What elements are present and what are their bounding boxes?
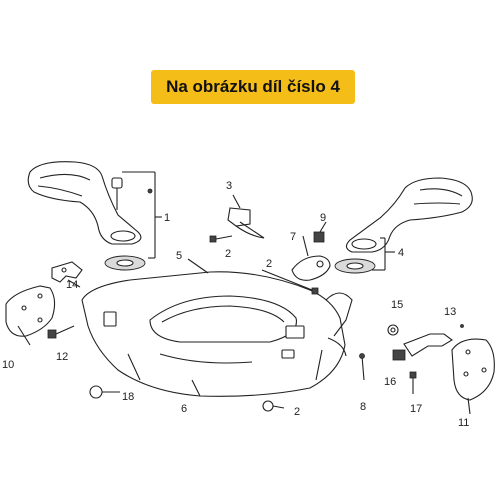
callout-13: 13 xyxy=(444,306,456,318)
callout-4: 4 xyxy=(398,247,404,259)
mirror-bolt xyxy=(111,177,153,210)
callout-14: 14 xyxy=(66,279,78,291)
screw-part-17 xyxy=(409,371,417,394)
bolt-part-2a xyxy=(209,235,233,243)
left-mirror xyxy=(27,161,142,245)
callout-11: 11 xyxy=(458,417,469,429)
cover-part-7 xyxy=(291,255,331,281)
end-cap-part-10 xyxy=(5,285,56,337)
nut-part-15 xyxy=(387,324,399,336)
callout-15: 15 xyxy=(391,299,403,311)
callout-12: 12 xyxy=(56,351,68,363)
callout-2c: 2 xyxy=(294,406,300,418)
callout-2b: 2 xyxy=(266,258,272,270)
callout-18: 18 xyxy=(122,391,134,403)
bolt-part-2c xyxy=(262,400,285,412)
wire-harness xyxy=(325,292,353,357)
callout-3: 3 xyxy=(226,180,232,192)
callout-2a: 2 xyxy=(225,248,231,260)
bracket-part-13 xyxy=(403,324,464,357)
bracket-part-3 xyxy=(227,207,265,239)
title-text: Na obrázku díl číslo 4 xyxy=(166,77,340,96)
callout-16: 16 xyxy=(384,376,396,388)
callout-5: 5 xyxy=(176,250,182,262)
handlebar-cover-part-5 xyxy=(81,271,346,397)
screw-part-12 xyxy=(47,325,75,339)
callout-9: 9 xyxy=(320,212,326,224)
clip-part-16 xyxy=(392,349,406,361)
screw-part-18 xyxy=(89,385,120,399)
callout-8: 8 xyxy=(360,401,366,413)
callout-10: 10 xyxy=(2,359,14,371)
callout-17: 17 xyxy=(410,403,422,415)
bracket-part-14 xyxy=(51,261,83,283)
right-mirror xyxy=(345,177,473,253)
title-banner: Na obrázku díl číslo 4 xyxy=(151,70,355,104)
end-cap-part-11 xyxy=(451,338,495,401)
callout-6: 6 xyxy=(181,403,187,415)
callout-1: 1 xyxy=(164,212,170,224)
clip-part-9 xyxy=(313,231,325,243)
screw-part-8 xyxy=(359,353,365,381)
bolt-part-2b xyxy=(261,269,319,295)
callout-7: 7 xyxy=(290,231,296,243)
